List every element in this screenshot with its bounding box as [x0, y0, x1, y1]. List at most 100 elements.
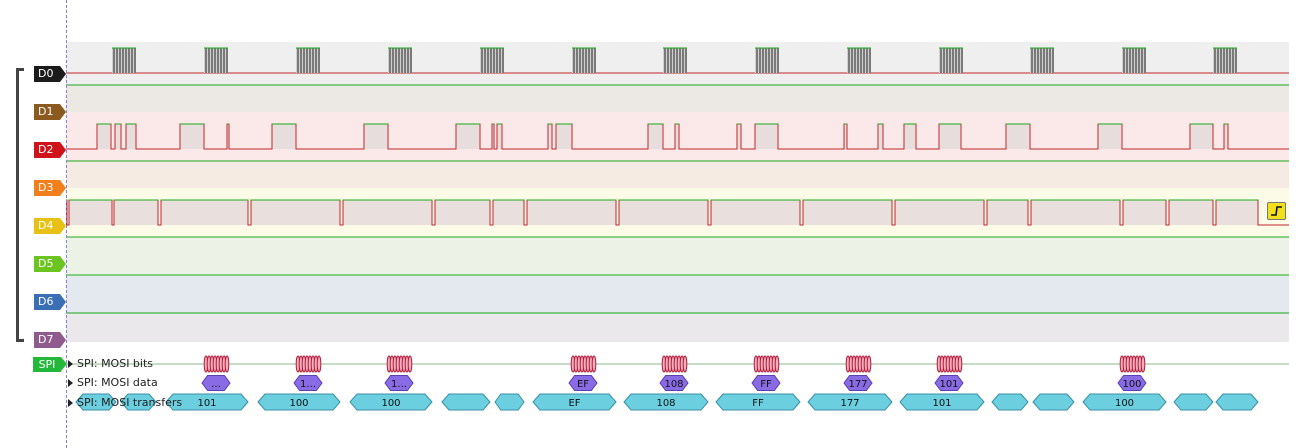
spi-data-value: EF: [577, 379, 589, 390]
channel-tag-d2[interactable]: D2: [34, 142, 66, 158]
d2-high-fill: [737, 124, 741, 149]
channel-label: D4: [38, 219, 54, 232]
d2-high-fill: [126, 124, 136, 149]
d4-high-fill: [493, 200, 524, 225]
channel-tag-arrow: [60, 256, 66, 272]
row-mosi-transfers-label: SPI: MOSI transfers: [77, 396, 183, 409]
spi-data-marker: [751, 375, 781, 391]
d4-high-fill: [895, 200, 984, 225]
d2-high-fill: [755, 124, 778, 149]
d2-high-fill: [548, 124, 552, 149]
spi-bit-marker: [591, 355, 597, 373]
d2-high-fill: [648, 124, 663, 149]
spi-data-marker: [293, 375, 323, 391]
d2-high-fill: [97, 124, 111, 149]
channel-tag-arrow: [60, 142, 66, 158]
d4-high-fill: [803, 200, 892, 225]
spi-bit-marker: [774, 355, 780, 373]
d4-high-fill: [69, 200, 112, 225]
row-mosi-transfers[interactable]: SPI: MOSI transfers: [68, 396, 182, 410]
d4-high-fill: [161, 200, 248, 225]
rising-edge-trigger-icon[interactable]: [1267, 202, 1286, 220]
spi-transfer-marker: [1173, 393, 1214, 411]
spi-tag-arrow: [61, 357, 67, 371]
expand-triangle-icon[interactable]: [68, 360, 73, 368]
channel-label: D3: [38, 181, 54, 194]
spi-transfer-marker: [899, 393, 985, 411]
lane-d7: [66, 314, 1289, 342]
channel-group-bracket[interactable]: [16, 68, 24, 342]
spi-transfer-value: 101: [932, 398, 951, 409]
spi-data-marker: [1117, 375, 1147, 391]
spi-data-marker: [934, 375, 964, 391]
spi-transfer-marker: [807, 393, 893, 411]
row-mosi-bits-label: SPI: MOSI bits: [77, 357, 154, 370]
d4-high-fill: [1123, 200, 1166, 225]
spi-bit-marker: [866, 355, 872, 373]
channel-tag-arrow: [60, 332, 66, 348]
spi-bit-marker: [957, 355, 963, 373]
lane-d5: [66, 237, 1289, 276]
row-mosi-bits[interactable]: SPI: MOSI bits: [68, 357, 153, 371]
spi-transfer-marker: [494, 393, 525, 411]
d4-high-fill: [1031, 200, 1120, 225]
spi-decoder-tag[interactable]: SPI: [33, 357, 67, 372]
spi-data-marker: [843, 375, 873, 391]
channel-label: D1: [38, 105, 54, 118]
d2-high-fill: [1190, 124, 1213, 149]
spi-bit-marker: [1140, 355, 1146, 373]
spi-transfer-marker: [623, 393, 709, 411]
channel-label: D2: [38, 143, 54, 156]
channel-tag-d1[interactable]: D1: [34, 104, 66, 120]
expand-triangle-icon[interactable]: [68, 379, 73, 387]
spi-transfer-value: 177: [840, 398, 859, 409]
cursor-line[interactable]: [66, 0, 67, 448]
d4-high-fill: [711, 200, 800, 225]
spi-transfer-marker: [991, 393, 1029, 411]
spi-data-marker: [384, 375, 414, 391]
d2-high-fill: [878, 124, 883, 149]
spi-transfer-value: 100: [289, 398, 308, 409]
d2-high-fill: [497, 124, 502, 149]
channel-label: D7: [38, 333, 54, 346]
spi-transfer-value: 101: [197, 398, 216, 409]
trigger-glyph: [1271, 206, 1282, 216]
spi-transfer-value: 108: [656, 398, 675, 409]
channel-tag-d4[interactable]: D4: [34, 218, 66, 234]
d4-high-fill: [619, 200, 708, 225]
channel-tag-d0[interactable]: D0: [34, 66, 66, 82]
d4-high-fill: [343, 200, 432, 225]
spi-data-value: FF: [760, 379, 772, 390]
spi-transfer-marker: [1032, 393, 1075, 411]
d4-high-fill: [114, 200, 158, 225]
d2-trace: [66, 123, 1289, 150]
spi-transfer-marker: [120, 393, 157, 411]
d2-high-fill: [1098, 124, 1122, 149]
d4-high-fill: [527, 200, 616, 225]
spi-data-value: ...: [211, 379, 221, 390]
channel-tag-d7[interactable]: D7: [34, 332, 66, 348]
spi-transfer-marker: [715, 393, 801, 411]
d2-high-fill: [364, 124, 388, 149]
d2-high-fill: [492, 124, 494, 149]
spi-transfer-marker: [349, 393, 433, 411]
d2-high-fill: [1006, 124, 1030, 149]
d2-high-fill: [115, 124, 121, 149]
spi-data-marker: [201, 375, 231, 391]
channel-tag-d3[interactable]: D3: [34, 180, 66, 196]
spi-decoder-label: SPI: [38, 358, 56, 371]
spi-transfer-marker: [257, 393, 341, 411]
d2-high-fill: [1224, 124, 1228, 149]
d2-high-fill: [675, 124, 679, 149]
d2-high-fill: [904, 124, 916, 149]
channel-tag-d5[interactable]: D5: [34, 256, 66, 272]
spi-transfer-value: FF: [752, 398, 764, 409]
spi-transfer-marker: [165, 393, 249, 411]
row-mosi-data-label: SPI: MOSI data: [77, 376, 158, 389]
channel-tag-d6[interactable]: D6: [34, 294, 66, 310]
d4-high-fill: [1216, 200, 1258, 225]
spi-transfer-marker: [1082, 393, 1167, 411]
row-mosi-data[interactable]: SPI: MOSI data: [68, 376, 158, 390]
expand-triangle-icon[interactable]: [68, 399, 73, 407]
